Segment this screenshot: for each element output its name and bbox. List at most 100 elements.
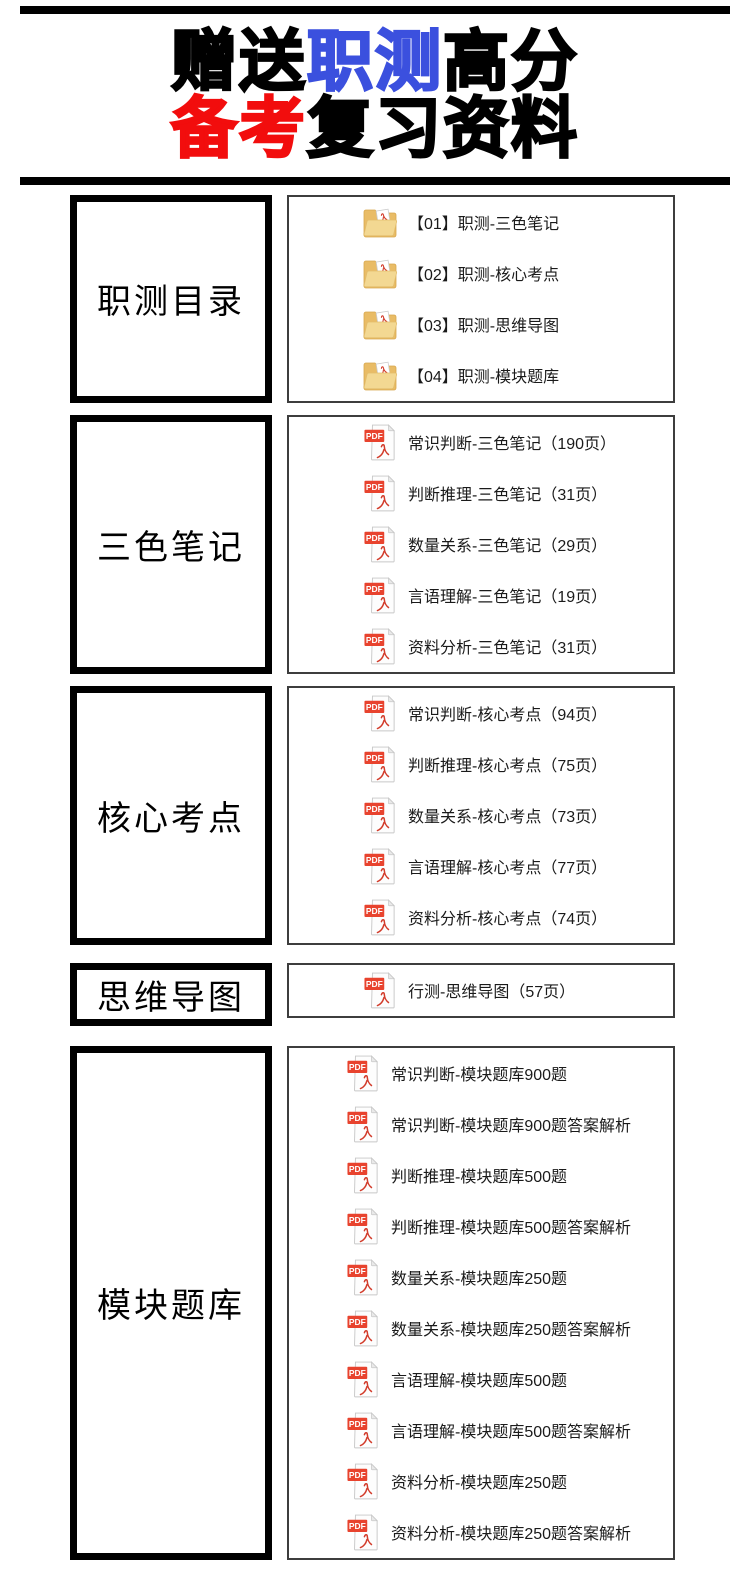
file-item-label: 【01】职测-三色笔记 [408, 216, 560, 234]
pdf-icon: PDF [347, 1208, 379, 1245]
file-item-label: 常识判断-模块题库900题 [391, 1067, 568, 1085]
svg-text:PDF: PDF [366, 753, 383, 763]
folder-pdf-icon [363, 259, 398, 289]
file-icon-wrap [362, 253, 398, 293]
file-item-label: 资料分析-模块题库250题 [391, 1475, 568, 1493]
file-item: PDF 判断推理-模块题库500题答案解析 [345, 1201, 673, 1252]
file-item-label: 言语理解-三色笔记（19页） [408, 589, 608, 607]
section: 思维导图 PDF 行测-思维导图（57页） [70, 962, 750, 1026]
file-item: 【02】职测-核心考点 [362, 248, 673, 299]
file-item-label: 常识判断-模块题库900题答案解析 [391, 1118, 632, 1136]
pdf-icon: PDF [364, 797, 396, 834]
svg-text:PDF: PDF [349, 1113, 366, 1123]
svg-text:PDF: PDF [366, 979, 383, 989]
title-text-blue: 职测 [306, 24, 443, 98]
file-item: 【03】职测-思维导图 [362, 299, 673, 350]
section: 三色笔记 PDF 常识判断-三色笔记（190页） PDF 判断推理-三色笔记（3… [70, 414, 750, 674]
title-text-black: 高分 [442, 24, 579, 98]
folder-pdf-icon [363, 208, 398, 238]
section-label-box: 核心考点 [70, 685, 272, 945]
file-icon-wrap: PDF [362, 575, 398, 615]
file-item-label: 言语理解-模块题库500题答案解析 [391, 1424, 632, 1442]
page-title: 赠送职测高分 备考复习资料 [0, 26, 750, 166]
folder-pdf-icon [363, 310, 398, 340]
file-item-label: 判断推理-模块题库500题答案解析 [391, 1220, 632, 1238]
file-item: PDF 常识判断-模块题库900题 [345, 1048, 673, 1099]
pdf-icon: PDF [364, 475, 396, 512]
header-divider [20, 176, 730, 185]
file-item: PDF 言语理解-三色笔记（19页） [362, 570, 673, 621]
file-icon-wrap: PDF [362, 626, 398, 666]
file-item: PDF 判断推理-三色笔记（31页） [362, 468, 673, 519]
pdf-icon: PDF [347, 1310, 379, 1347]
file-list: PDF 常识判断-三色笔记（190页） PDF 判断推理-三色笔记（31页） P… [287, 414, 675, 674]
file-item-label: 数量关系-三色笔记（29页） [408, 538, 608, 556]
file-icon-wrap: PDF [345, 1461, 381, 1501]
file-icon-wrap [362, 355, 398, 395]
file-item: PDF 数量关系-模块题库250题答案解析 [345, 1303, 673, 1354]
pdf-icon: PDF [364, 972, 396, 1009]
file-icon-wrap: PDF [362, 795, 398, 835]
file-item-label: 行测-思维导图（57页） [408, 984, 576, 1002]
svg-text:PDF: PDF [349, 1164, 366, 1174]
file-item-label: 资料分析-三色笔记（31页） [408, 640, 608, 658]
title-text-black: 赠送 [170, 24, 307, 98]
file-icon-wrap: PDF [345, 1104, 381, 1144]
section: 核心考点 PDF 常识判断-核心考点（94页） PDF 判断推理-核心考点（75… [70, 685, 750, 945]
file-item-label: 常识判断-三色笔记（190页） [408, 436, 617, 454]
svg-text:PDF: PDF [349, 1470, 366, 1480]
file-item: PDF 数量关系-核心考点（73页） [362, 790, 673, 841]
section-label-box: 思维导图 [70, 962, 272, 1026]
svg-text:PDF: PDF [349, 1215, 366, 1225]
section-label: 三色笔记 [97, 529, 245, 567]
file-item: PDF 言语理解-模块题库500题 [345, 1354, 673, 1405]
svg-text:PDF: PDF [366, 804, 383, 814]
pdf-icon: PDF [347, 1259, 379, 1296]
pdf-icon: PDF [347, 1106, 379, 1143]
file-item: 【01】职测-三色笔记 [362, 197, 673, 248]
file-icon-wrap: PDF [345, 1155, 381, 1195]
file-list: PDF 行测-思维导图（57页） [287, 962, 675, 1018]
section-label: 思维导图 [97, 979, 245, 1017]
file-item-label: 【02】职测-核心考点 [408, 267, 560, 285]
svg-text:PDF: PDF [366, 584, 383, 594]
file-item: PDF 常识判断-核心考点（94页） [362, 688, 673, 739]
file-list: PDF 常识判断-模块题库900题 PDF 常识判断-模块题库900题答案解析 … [287, 1045, 675, 1560]
pdf-icon: PDF [364, 695, 396, 732]
file-item: PDF 判断推理-模块题库500题 [345, 1150, 673, 1201]
file-item-label: 【04】职测-模块题库 [408, 369, 560, 387]
file-icon-wrap: PDF [362, 897, 398, 937]
file-item-label: 言语理解-模块题库500题 [391, 1373, 568, 1391]
pdf-icon: PDF [347, 1157, 379, 1194]
sections: 职测目录 【01】职测-三色笔记 【02】职测-核心考点 【03】职测-思维导图 [70, 194, 750, 1560]
pdf-icon: PDF [364, 899, 396, 936]
file-icon-wrap: PDF [362, 524, 398, 564]
file-icon-wrap: PDF [362, 473, 398, 513]
file-item-label: 资料分析-核心考点（74页） [408, 911, 608, 929]
file-item-label: 判断推理-模块题库500题 [391, 1169, 568, 1187]
file-icon-wrap [362, 304, 398, 344]
pdf-icon: PDF [364, 526, 396, 563]
file-icon-wrap: PDF [345, 1206, 381, 1246]
file-item: PDF 判断推理-核心考点（75页） [362, 739, 673, 790]
pdf-icon: PDF [364, 628, 396, 665]
svg-text:PDF: PDF [349, 1521, 366, 1531]
svg-text:PDF: PDF [366, 855, 383, 865]
file-item: PDF 数量关系-三色笔记（29页） [362, 519, 673, 570]
pdf-icon: PDF [364, 577, 396, 614]
file-item: PDF 常识判断-模块题库900题答案解析 [345, 1099, 673, 1150]
pdf-icon: PDF [364, 746, 396, 783]
svg-text:PDF: PDF [349, 1266, 366, 1276]
file-icon-wrap: PDF [345, 1410, 381, 1450]
section-label: 模块题库 [97, 1288, 245, 1326]
section-label-box: 三色笔记 [70, 414, 272, 674]
pdf-icon: PDF [347, 1514, 379, 1551]
pdf-icon: PDF [364, 848, 396, 885]
svg-text:PDF: PDF [349, 1419, 366, 1429]
file-list: 【01】职测-三色笔记 【02】职测-核心考点 【03】职测-思维导图 【04】… [287, 194, 675, 403]
file-icon-wrap: PDF [345, 1257, 381, 1297]
file-icon-wrap [362, 202, 398, 242]
svg-text:PDF: PDF [366, 482, 383, 492]
title-text-black: 复习资料 [306, 91, 579, 166]
section: 职测目录 【01】职测-三色笔记 【02】职测-核心考点 【03】职测-思维导图 [70, 194, 750, 403]
